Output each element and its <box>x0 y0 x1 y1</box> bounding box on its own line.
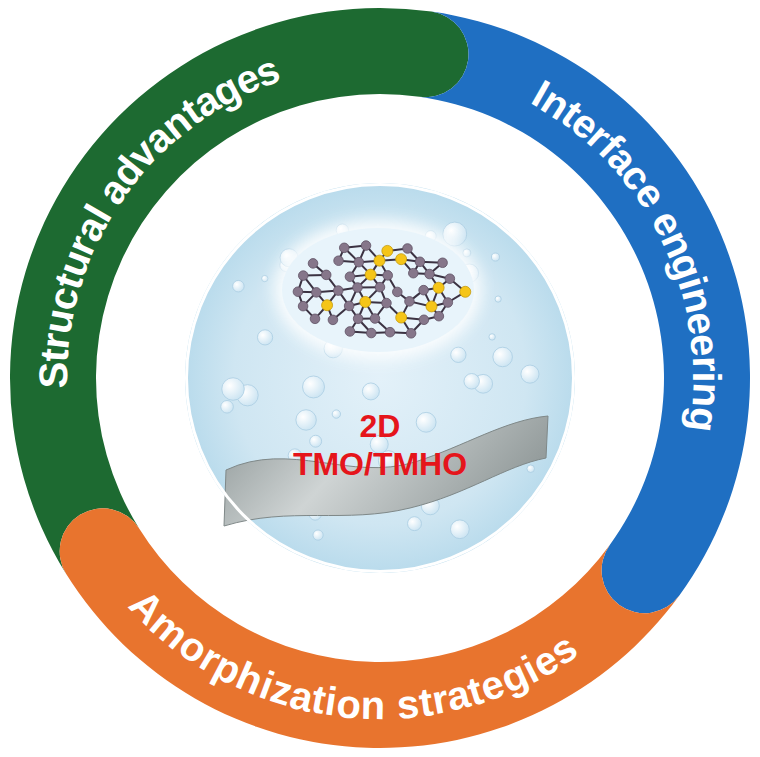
bubble <box>489 334 495 340</box>
atom <box>409 268 419 278</box>
atom <box>433 282 444 293</box>
atom <box>438 258 448 268</box>
atom <box>415 257 425 267</box>
atom <box>434 311 444 321</box>
atom <box>403 244 413 254</box>
atom <box>328 315 338 325</box>
band-letter: g <box>683 405 726 434</box>
atom <box>393 287 403 297</box>
atom <box>445 274 455 284</box>
band-letter: n <box>686 382 727 409</box>
arc-band: Amorphization strategies <box>59 508 681 750</box>
center-label: 2D TMO/TMHO <box>273 407 488 483</box>
molecule-backdrop <box>282 228 474 352</box>
bubble <box>257 330 272 345</box>
atom <box>366 328 376 338</box>
bubble <box>521 365 539 383</box>
bubble <box>495 296 501 302</box>
bubble <box>464 374 480 390</box>
atom <box>396 254 407 265</box>
atom <box>353 314 363 324</box>
center-circle: 2D TMO/TMHO <box>185 183 575 573</box>
circle-border <box>187 185 574 572</box>
atom <box>382 245 393 256</box>
band-fill <box>420 12 750 614</box>
atom <box>360 296 371 307</box>
atom <box>298 271 308 281</box>
atom <box>345 272 355 282</box>
atom <box>345 327 355 337</box>
band-letter: o <box>335 682 363 724</box>
band-label: Interface engineering <box>516 69 731 445</box>
atom <box>370 314 380 324</box>
atom <box>308 259 318 269</box>
bubble <box>491 253 499 261</box>
atom <box>443 298 453 308</box>
atom <box>365 269 376 280</box>
atom <box>312 288 322 298</box>
bubble <box>332 410 340 418</box>
molecular-network <box>293 241 471 338</box>
bubble <box>221 400 234 413</box>
atom <box>426 301 437 312</box>
bubble <box>303 376 325 398</box>
band-label: Structural advantages <box>28 46 292 400</box>
bubble <box>362 383 379 400</box>
circle-outline <box>185 183 575 573</box>
band-letter: S <box>33 361 73 388</box>
bubble <box>222 378 245 401</box>
bubble <box>416 412 436 432</box>
atom <box>406 329 416 339</box>
band-fill <box>60 508 680 748</box>
bubble <box>451 347 466 362</box>
bubble <box>233 280 245 292</box>
atom <box>333 286 343 296</box>
atom <box>361 241 371 251</box>
bubble <box>313 530 323 540</box>
atom <box>405 297 415 307</box>
atom <box>419 315 429 325</box>
band-label: Amorphization strategies <box>122 582 588 729</box>
atom <box>354 257 364 267</box>
bubble <box>527 465 535 473</box>
bubble <box>310 435 322 447</box>
arc-band: Structural advantages <box>10 8 471 577</box>
atom <box>322 300 333 311</box>
atom <box>344 301 354 311</box>
atom <box>339 243 349 253</box>
atom <box>385 327 395 337</box>
atom <box>298 301 308 311</box>
atom <box>374 255 385 266</box>
arc-band: Interface engineering <box>419 11 752 615</box>
atom <box>293 287 303 297</box>
bubble <box>450 520 469 539</box>
atom <box>383 271 393 281</box>
bubble <box>408 517 422 531</box>
atom <box>321 270 331 280</box>
atom <box>460 286 471 297</box>
band-letter: n <box>361 685 386 725</box>
molecule-glow <box>274 220 482 360</box>
atom <box>353 283 363 293</box>
bubble <box>262 275 268 281</box>
atom <box>419 285 429 295</box>
band-fill <box>10 8 469 574</box>
atom <box>334 256 344 266</box>
band-letter: i <box>687 372 727 383</box>
bubble <box>296 410 316 430</box>
band-letter: e <box>684 332 726 358</box>
band-letter: r <box>686 355 727 372</box>
atom <box>375 282 385 292</box>
bubble <box>493 347 513 367</box>
atom <box>310 314 320 324</box>
atom <box>396 312 407 323</box>
center-disc <box>185 183 575 573</box>
atom <box>425 269 435 279</box>
atom <box>382 298 392 308</box>
